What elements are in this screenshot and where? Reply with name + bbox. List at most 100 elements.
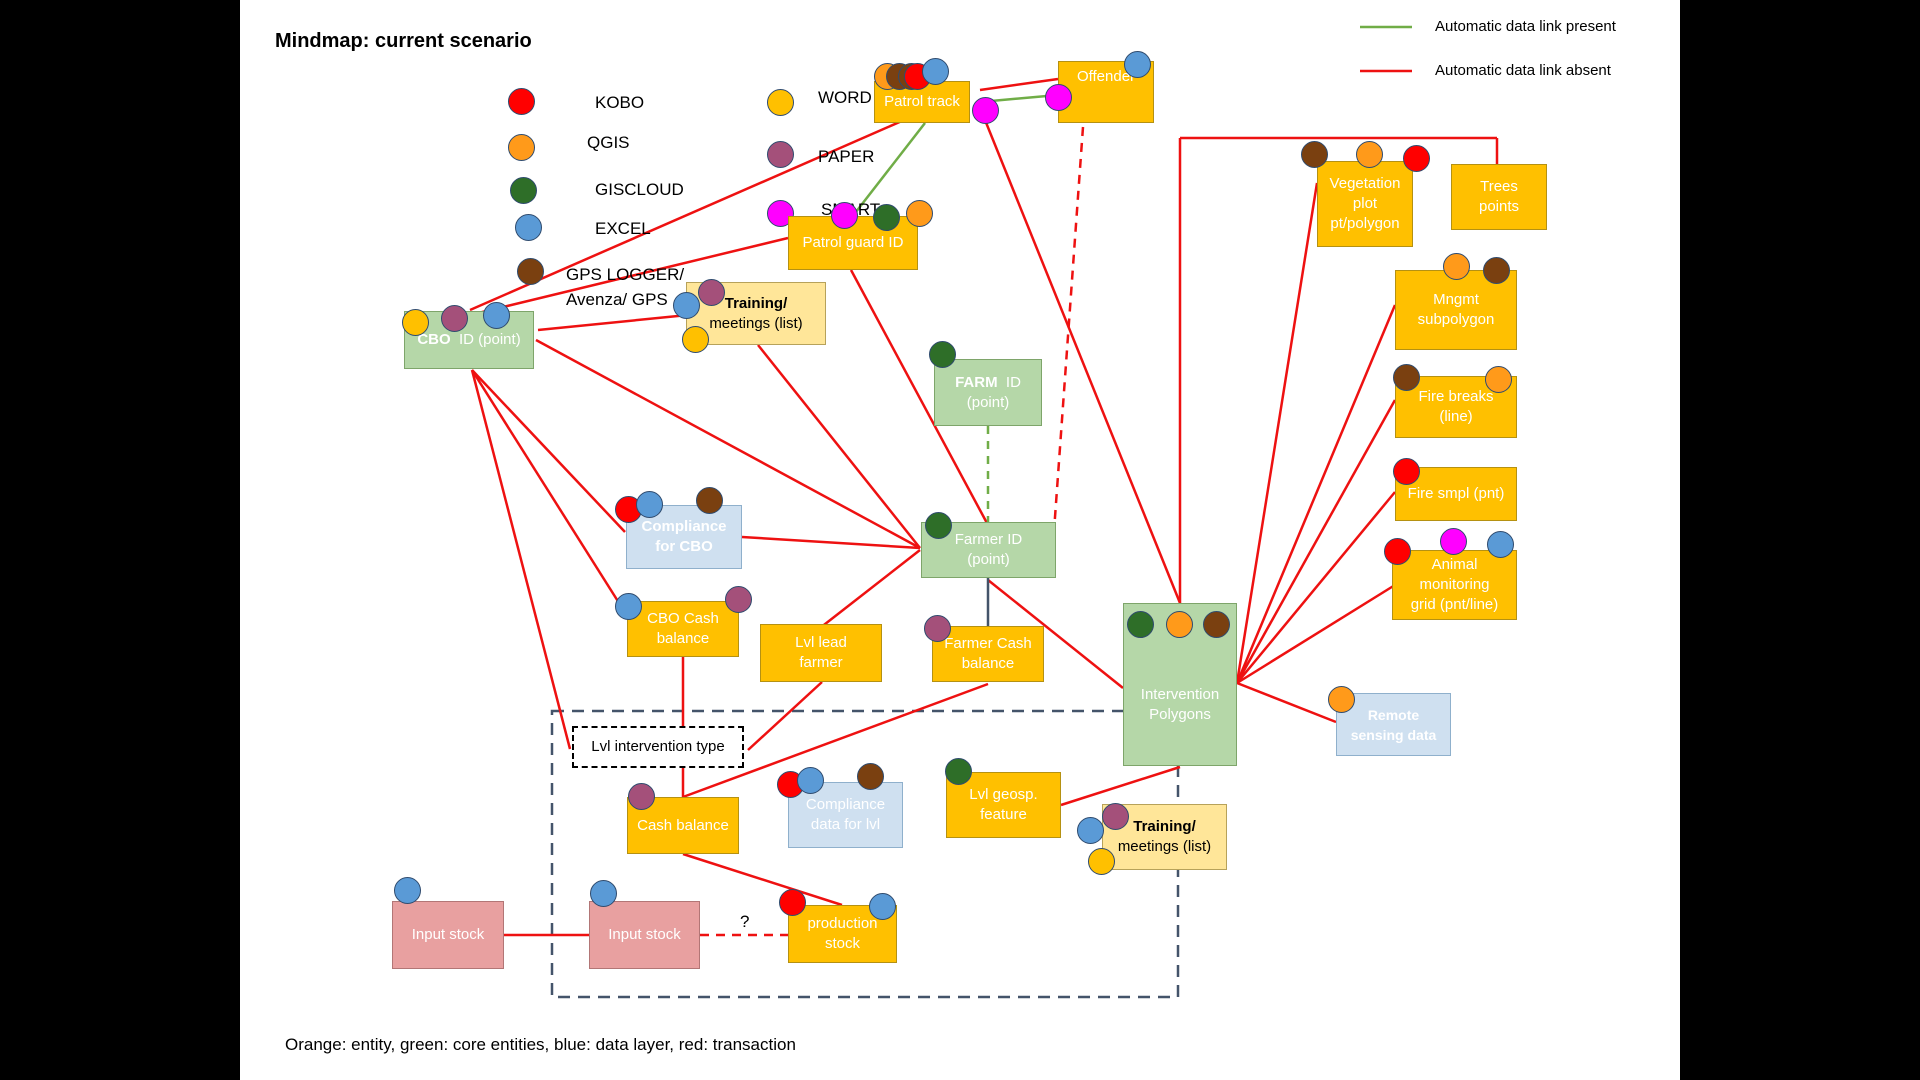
- farmer-cash-label-1: Farmer Cash: [944, 635, 1032, 652]
- cbo-label: CBO ID (point): [417, 330, 520, 350]
- link-int-animal: [1236, 583, 1396, 685]
- animal-label-3: grid (pnt/line): [1410, 596, 1499, 613]
- animal-monitoring-node[interactable]: Animal monitoring grid (pnt/line): [1392, 550, 1517, 620]
- excel-icon: [394, 877, 421, 904]
- cbo-cash-label-1: CBO Cash: [647, 610, 719, 627]
- link-training-farmer: [757, 344, 921, 549]
- trees-points-node[interactable]: Trees points: [1451, 164, 1547, 230]
- gps-logger-icon: [1393, 364, 1420, 391]
- farmer-cash-node[interactable]: Farmer Cash balance: [932, 626, 1044, 682]
- question-mark: ?: [740, 912, 750, 931]
- giscloud-icon: [1127, 611, 1154, 638]
- vegetation-plot-node[interactable]: Vegetation plot pt/polygon: [1317, 161, 1413, 247]
- link-farmer-lvllead: [819, 549, 921, 629]
- link-cbo-compliance: [471, 369, 626, 533]
- training2-rest-label: meetings (list): [1117, 838, 1212, 855]
- mngmt-label-2: subpolygon: [1417, 311, 1495, 328]
- lvl-type-label: Lvl intervention type: [591, 738, 725, 755]
- footer-note: Orange: entity, green: core entities, bl…: [285, 1035, 796, 1054]
- link-farmercash-cashbalance: [682, 682, 989, 799]
- legend-word-label: WORD: [818, 88, 872, 107]
- link-offender-farmer: [1051, 126, 1085, 546]
- training2-bold-label: Training/: [1133, 818, 1196, 835]
- intervention-label-2: Polygons: [1149, 705, 1211, 723]
- mngmt-subpolygon-node[interactable]: Mngmt subpolygon: [1395, 270, 1517, 350]
- excel-icon: [636, 491, 663, 518]
- lvl-lead-label-1: Lvl lead: [795, 634, 847, 651]
- remote-sensing-node[interactable]: Remote sensing data: [1336, 693, 1451, 756]
- excel-icon: [673, 292, 700, 319]
- farm-bold: FARM: [955, 373, 998, 391]
- compliance-cbo-label-2: for CBO: [655, 538, 713, 555]
- lvl-geosp-node[interactable]: Lvl geosp. feature: [946, 772, 1061, 838]
- vegetation-label-1: Vegetation: [1329, 175, 1401, 192]
- trees-label-1: Trees: [1480, 178, 1518, 195]
- cash-balance-label: Cash balance: [637, 816, 729, 834]
- qgis-legend-icon: [508, 134, 535, 161]
- farmer-label-2: (point): [967, 551, 1010, 568]
- farm-label: FARM ID: [955, 373, 1021, 393]
- gps-logger-icon: [1301, 141, 1328, 168]
- link-int-firesmpl: [1236, 491, 1396, 684]
- gps-logger-icon: [857, 763, 884, 790]
- kobo-icon: [1393, 458, 1420, 485]
- word-icon: [402, 309, 429, 336]
- giscloud-icon: [873, 204, 900, 231]
- cash-balance-node[interactable]: Cash balance: [627, 797, 739, 854]
- compliance-cbo-label-1: Compliance: [641, 518, 727, 535]
- word-icon: [1088, 848, 1115, 875]
- link-cbo-lvltype: [470, 369, 572, 750]
- legend-green-label: Automatic data link present: [1435, 18, 1616, 35]
- link-farmer-intervention: [987, 579, 1124, 689]
- legend-gps-label-2: Avenza/ GPS: [566, 290, 668, 309]
- fire-breaks-label-1: Fire breaks: [1418, 388, 1494, 405]
- compliance-cbo-node[interactable]: Compliance for CBO: [626, 505, 742, 569]
- excel-icon: [1077, 817, 1104, 844]
- link-patrol-intervention: [983, 119, 1182, 604]
- fire-smpl-label: Fire smpl (pnt): [1407, 485, 1505, 502]
- remote-label-2: sensing data: [1350, 726, 1437, 743]
- input-stock-a-label: Input stock: [411, 926, 485, 943]
- lvl-intervention-type-node[interactable]: Lvl intervention type: [572, 726, 744, 768]
- farmer-label-1: Farmer ID: [954, 531, 1023, 548]
- smart-icon: [972, 97, 999, 124]
- legend-gps-label: GPS LOGGER/: [566, 265, 685, 284]
- qgis-icon: [1328, 686, 1355, 713]
- animal-label-1: Animal: [1431, 556, 1478, 573]
- excel-icon: [922, 58, 949, 85]
- excel-icon: [590, 880, 617, 907]
- cbo-cash-node[interactable]: CBO Cash balance: [627, 601, 739, 657]
- farm-label-2: (point): [966, 393, 1010, 411]
- cbo-cash-label-2: balance: [656, 630, 710, 647]
- legend-qgis-label: QGIS: [587, 133, 630, 152]
- production-label-1: production: [807, 915, 878, 932]
- qgis-icon: [1356, 141, 1383, 168]
- vegetation-label-2: plot: [1352, 195, 1378, 212]
- qgis-icon: [1485, 366, 1512, 393]
- link-lvllead-lvltype: [747, 681, 823, 751]
- gps-logger-icon: [1203, 611, 1230, 638]
- patrol-guard-label: Patrol guard ID: [802, 234, 904, 251]
- link-int-remote: [1236, 681, 1337, 724]
- patrol-track-label: Patrol track: [884, 93, 960, 110]
- farm-node[interactable]: FARM ID (point): [934, 359, 1042, 426]
- animal-label-2: monitoring: [1419, 576, 1490, 593]
- lvl-lead-node[interactable]: Lvl lead farmer: [760, 624, 882, 682]
- link-geosp-intervention: [1060, 765, 1181, 807]
- lvl-lead-label-2: farmer: [799, 654, 843, 671]
- link-cbo-patrol: [469, 101, 944, 312]
- page-title: Mindmap: current scenario: [275, 30, 532, 52]
- farm-rest: ID: [1005, 373, 1021, 391]
- kobo-icon: [779, 889, 806, 916]
- input-stock-a-node[interactable]: Input stock: [392, 901, 504, 969]
- gps-logger-icon: [696, 487, 723, 514]
- fire-smpl-node[interactable]: Fire smpl (pnt): [1395, 467, 1517, 521]
- link-compliance-farmer: [741, 535, 921, 550]
- giscloud-legend-icon: [510, 177, 537, 204]
- input-stock-b-node[interactable]: Input stock: [589, 901, 700, 969]
- link-patrol-guard-green: [851, 122, 926, 218]
- link-int-firebreaks: [1235, 399, 1397, 684]
- input-stock-b-label: Input stock: [608, 926, 681, 943]
- paper-legend-icon: [767, 141, 794, 168]
- link-patrol-offender: [979, 77, 1059, 92]
